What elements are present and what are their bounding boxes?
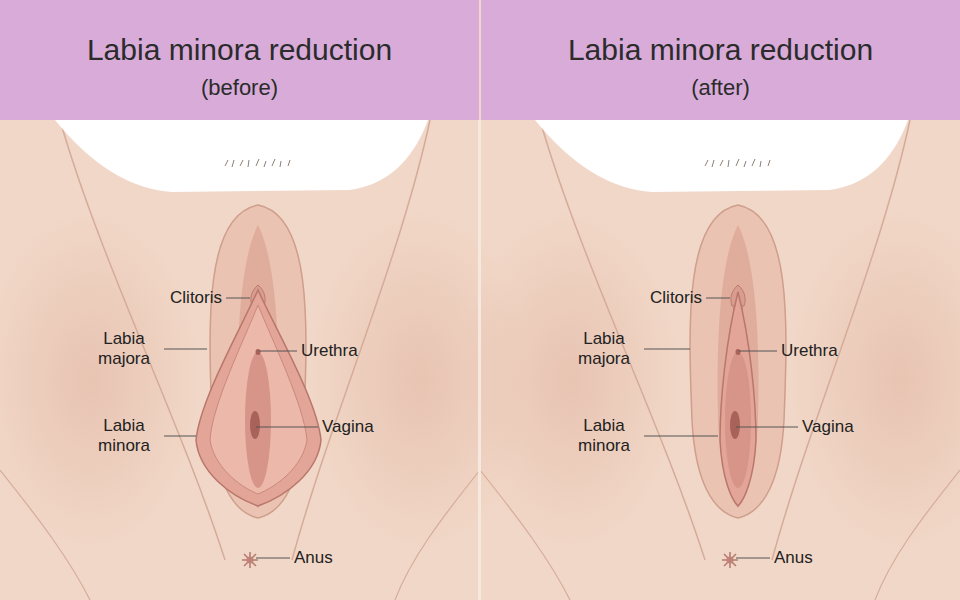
anatomy-label: Urethra: [781, 341, 838, 361]
leader-lines: [164, 298, 798, 558]
anatomy-label: Labia majora: [564, 329, 644, 369]
anatomy-label: Urethra: [301, 341, 358, 361]
panel-title: Labia minora reduction: [87, 32, 392, 68]
anatomy-label: Anus: [774, 548, 813, 568]
anatomy-label: Labia majora: [84, 329, 164, 369]
anatomy-label: Vagina: [322, 417, 374, 437]
anatomy-label: Labia minora: [84, 416, 164, 456]
header-band: Labia minora reduction (before): [0, 0, 479, 120]
anatomy-label: Labia minora: [564, 416, 644, 456]
panel-divider: [478, 120, 481, 600]
anatomy-label: Vagina: [802, 417, 854, 437]
after-illustration: [460, 120, 960, 600]
anatomy-label: Anus: [294, 548, 333, 568]
panel-subtitle: (after): [691, 74, 750, 102]
header-band: Labia minora reduction (after): [481, 0, 960, 120]
anatomy-label: Clitoris: [650, 288, 702, 308]
panel-subtitle: (before): [201, 74, 278, 102]
before-illustration: [0, 120, 530, 600]
anatomy-label: Clitoris: [170, 288, 222, 308]
panel-title: Labia minora reduction: [568, 32, 873, 68]
